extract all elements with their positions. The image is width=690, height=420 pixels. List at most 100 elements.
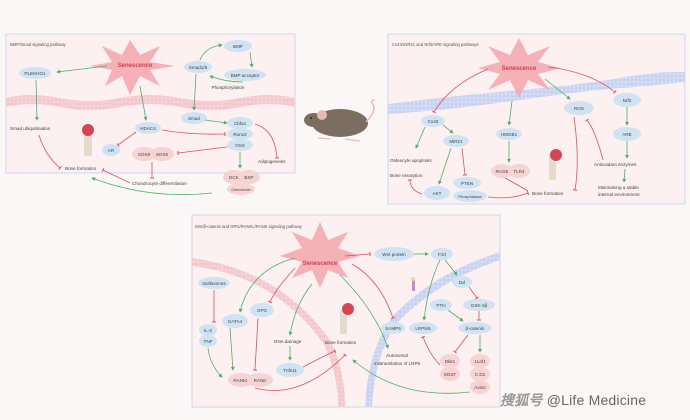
arrow (422, 259, 441, 321)
panel-cx43-mir21: Cx43/miR21 and Nrf2/ARE signaling pathwa… (387, 33, 686, 205)
text-bone-resorption: Bone resorption (390, 173, 423, 178)
node-gsk3b (463, 299, 495, 311)
arrow (622, 168, 627, 183)
node-label: β-catenin (466, 326, 485, 331)
node-dkk1 (440, 354, 460, 368)
node-label: Tnfs11 (283, 368, 297, 373)
node-lrp56 (409, 322, 437, 334)
arrow (34, 79, 39, 121)
node-bsp (238, 170, 260, 184)
node-cd1 (470, 367, 490, 381)
node-label: Osteonectin (231, 188, 250, 192)
node-osteonectin (227, 183, 255, 195)
senescence-starburst-icon (280, 222, 360, 288)
arrow (447, 309, 464, 322)
node-label: SOST (444, 372, 457, 377)
panel-bmp-smad: BMP/Smad signaling pathway Senescence PL… (5, 33, 296, 196)
node-label: BMP acceptor (231, 73, 260, 78)
node-bmp (224, 40, 252, 52)
receptor-icon (411, 277, 415, 291)
phosphorylation-label: Phosphorylation (212, 85, 245, 90)
node-label: GSK-3β (471, 303, 488, 308)
node-label: PTH (436, 303, 445, 308)
bone-icon (82, 124, 94, 156)
panel-title: BMP/Smad signaling pathway (10, 42, 67, 47)
node-label: RAGE (495, 169, 508, 174)
text-adipogenesis: Adipogenesis (258, 159, 286, 164)
node-label: HDAC4 (140, 126, 156, 131)
node-bmp-acceptor (224, 69, 266, 81)
text-dna-damage: DNA damage (274, 339, 302, 344)
node-label: GATA4 (228, 319, 243, 324)
senescence-label: Senescence (118, 63, 153, 69)
node-opg (250, 303, 274, 317)
watermark-platform: 搜狐号 (500, 392, 543, 408)
inhibit (116, 131, 137, 147)
node-label: TNF (204, 339, 213, 344)
arrow (204, 119, 228, 125)
node-label: Cx43 (428, 119, 439, 124)
text-autosomal-1: Autosomal (386, 353, 408, 358)
inhibit (254, 123, 280, 159)
senescence-label: Senescence (502, 66, 537, 72)
inhibit (468, 286, 479, 300)
panel-title: Cx43/miR21 and Nrf2/ARE signaling pathwa… (392, 42, 479, 47)
node-label: RANKL (233, 378, 249, 383)
node-smad15 (184, 61, 212, 73)
node-ar (102, 144, 120, 156)
text-maintaining-1: Maintaining a stable (598, 185, 639, 190)
node-label: BSP (244, 175, 253, 180)
node-pten (453, 177, 481, 189)
node-bcatenin (458, 322, 492, 334)
node-label: 1Lef1 (474, 359, 486, 364)
node-label: Cbfa1 (234, 121, 247, 126)
node-label: Dvl (459, 280, 466, 285)
text-osteocyte-apoptosis: Osteocyte apoptosis (390, 158, 432, 163)
inhibit (344, 251, 371, 257)
node-smad (181, 112, 207, 124)
node-rankl (228, 373, 254, 387)
arrow (507, 100, 513, 126)
node-label: Smad1/5 (189, 65, 208, 70)
node-samp6 (381, 322, 405, 334)
node-dvl (452, 276, 472, 288)
arrow (139, 85, 148, 121)
cell-membrane (6, 95, 295, 110)
inhibit (547, 66, 617, 94)
node-fzd (431, 248, 453, 260)
text-bone-formation: Bone formation (65, 166, 97, 171)
node-label: Nrf2 (623, 98, 632, 103)
senescence-starburst-icon (478, 38, 560, 98)
node-nrf2 (613, 93, 641, 107)
node-label: Runx2 (233, 132, 247, 137)
node-axin2 (470, 380, 490, 394)
node-label: OSX (235, 143, 245, 148)
senescence-label: Senescence (303, 261, 338, 267)
node-label: Axin2 (474, 385, 486, 390)
node-label: MiR21 (449, 139, 463, 144)
text-smad-ubiquitination: Smad ubiquitination (10, 126, 51, 131)
inhibit (453, 334, 469, 354)
text-maintaining-2: internal environment (598, 192, 640, 197)
node-label: RANK (254, 378, 268, 383)
inhibit (101, 167, 131, 184)
inhibit (302, 348, 337, 368)
node-label: Isoflavones (202, 281, 226, 286)
mouse-icon (304, 99, 376, 142)
senescence-starburst-icon (90, 40, 175, 95)
text-chondrocyte-differentiation: Chondrocyte differentiation (132, 181, 187, 186)
node-gata4 (222, 314, 248, 328)
inhibit (407, 179, 423, 195)
node-label: Phosphatase (458, 194, 482, 199)
node-sox9 (132, 147, 156, 161)
node-isoflavones (198, 277, 230, 289)
node-tlr4 (508, 164, 530, 178)
panel-wnt-bcatenin: Wnt/β-catenin and OPG/RANKL/RANK signali… (191, 214, 501, 408)
node-label: BMP (233, 44, 243, 49)
node-label: Smad (188, 116, 200, 121)
arrow (238, 257, 296, 313)
node-label: SOX5 (156, 152, 169, 157)
inhibit (585, 118, 604, 161)
node-label: OPG (257, 308, 268, 313)
text-bone-formation: Bone formation (532, 191, 564, 196)
